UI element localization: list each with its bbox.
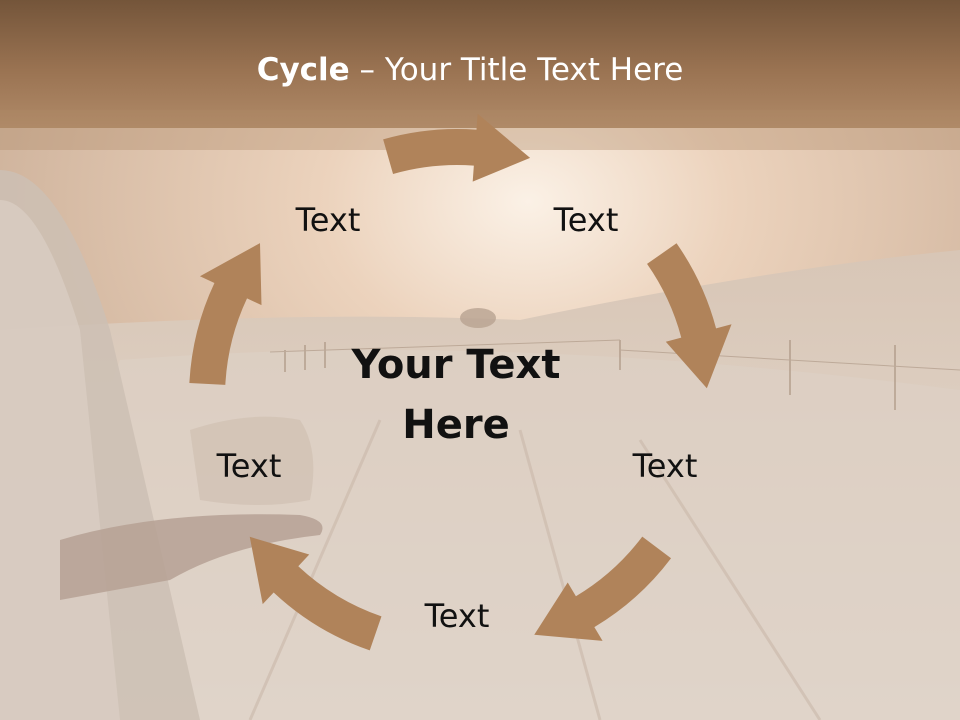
cycle-label-4: Text: [216, 447, 282, 485]
slide-title: Cycle – Your Title Text Here: [0, 52, 940, 88]
cycle-arrow-1: [383, 113, 531, 182]
cycle-arrow-3: [534, 536, 672, 641]
center-line-1: Your Text: [351, 342, 561, 388]
title-bold: Cycle: [256, 52, 350, 88]
title-rest: – Your Title Text Here: [349, 52, 684, 88]
cycle-label-5: Text: [295, 201, 361, 239]
cycle-arrow-5: [189, 243, 262, 385]
cycle-label-1: Text: [553, 201, 619, 239]
cycle-label-2: Text: [632, 447, 698, 485]
cycle-label-3: Text: [424, 597, 490, 635]
cycle-arrow-2: [647, 243, 732, 389]
center-text: Your Text Here: [352, 335, 561, 455]
center-line-2: Here: [402, 402, 510, 448]
cycle-arrow-4: [249, 536, 382, 651]
